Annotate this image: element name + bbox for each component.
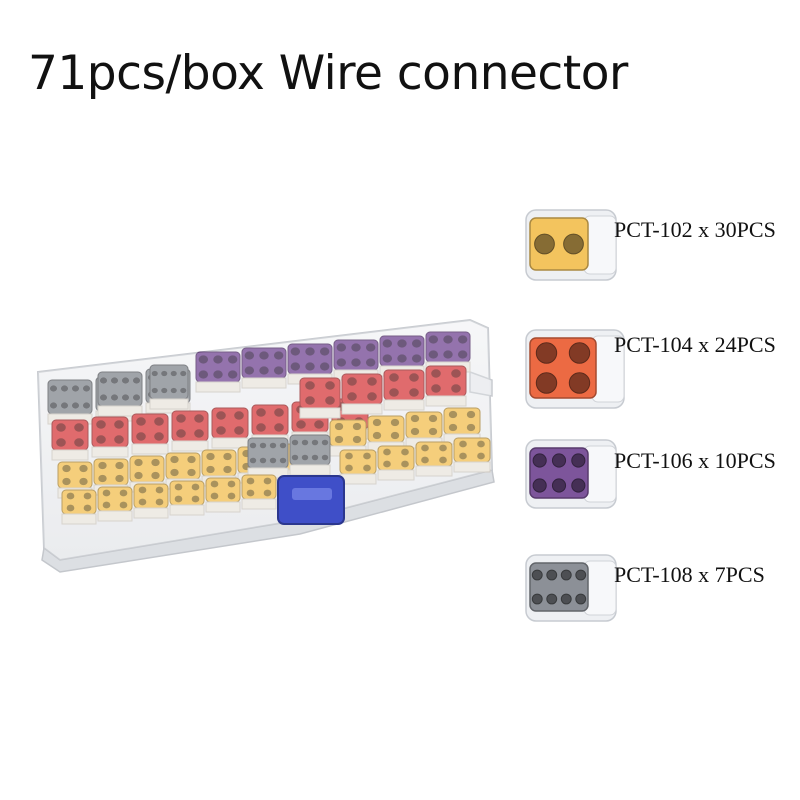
connector [453,437,491,473]
legend-icons [525,209,625,622]
connector [61,489,97,525]
box-latch [277,475,345,525]
connector [299,377,341,419]
connector [51,419,89,461]
page-title: 71pcs/box Wire connector [28,46,628,101]
connector-grid [47,331,491,525]
pct-106-connector-icon [525,439,617,509]
connector [149,364,189,410]
connector [205,477,241,513]
connector [289,434,331,476]
connector [47,379,93,425]
connector [383,369,425,411]
connector [241,474,277,510]
connector [169,480,205,516]
connector [97,371,143,417]
connector [97,486,133,522]
connector [241,347,287,389]
connector [195,351,241,393]
connector [133,483,169,519]
connector [91,416,129,458]
legend-label: PCT-106 x 10PCS [614,448,776,473]
legend-label: PCT-104 x 24PCS [614,332,776,357]
connector [247,437,289,479]
connector [211,407,249,449]
connector [415,441,453,477]
connector [131,413,169,455]
connector [339,449,377,485]
connector [341,373,383,415]
connector [171,410,209,452]
storage-box [36,318,495,573]
pct-104-connector-icon [525,329,625,409]
connector [425,365,467,407]
connector [377,445,415,481]
legend-label: PCT-102 x 30PCS [614,217,776,242]
pct-108-connector-icon [525,554,617,622]
pct-102-connector-icon [525,209,617,281]
hinge-tab [469,370,493,397]
legend-label: PCT-108 x 7PCS [614,562,765,587]
